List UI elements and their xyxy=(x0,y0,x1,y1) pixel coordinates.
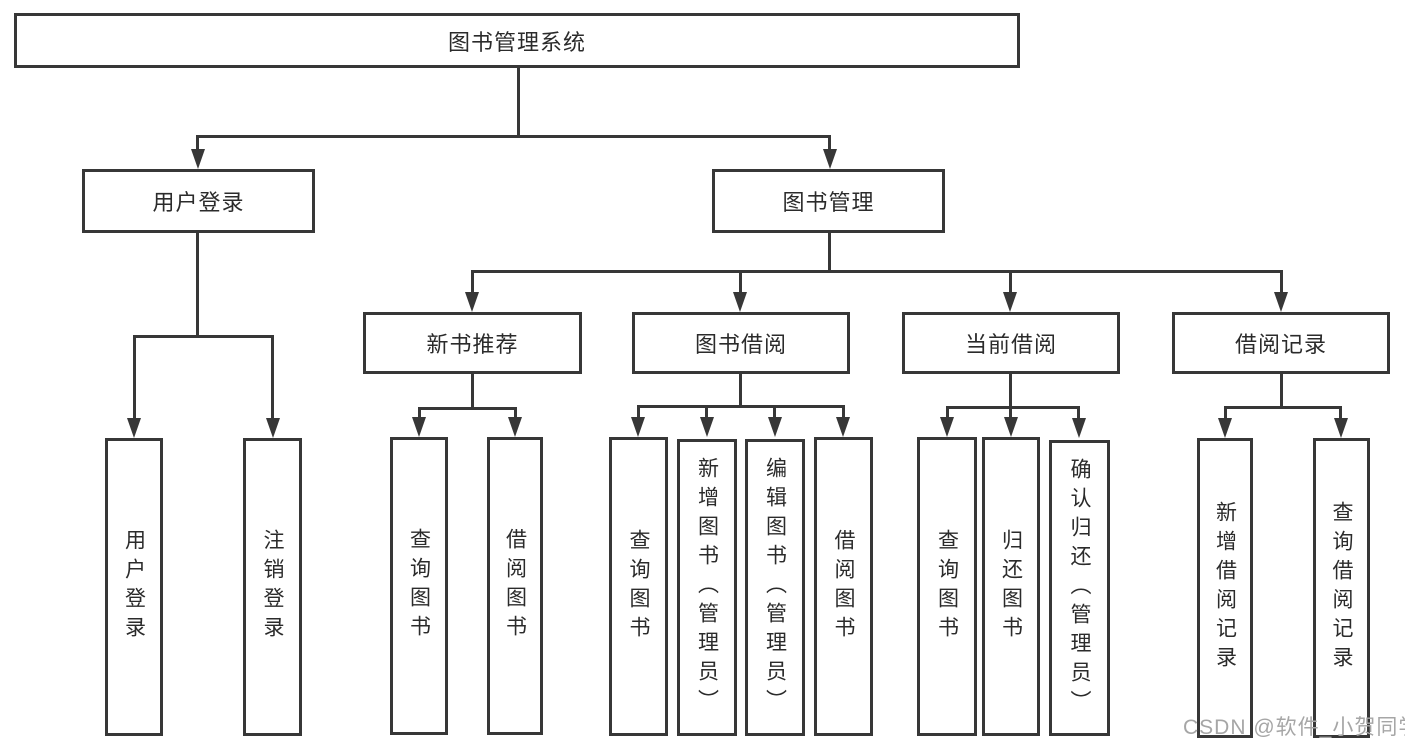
arrowhead-down-icon xyxy=(768,417,782,437)
connector-newbook-children-stem xyxy=(471,374,474,408)
connector-current-stem xyxy=(1009,270,1012,294)
connector-borrow-children-stem xyxy=(739,374,742,406)
node-newbook-borrow-books: 借阅图书 xyxy=(487,437,543,735)
connector-login-branch-stem xyxy=(196,233,199,336)
connector-login-branch-bar xyxy=(133,335,274,338)
node-borrow-edit-books-admin: 编辑图书（管理员） xyxy=(745,439,805,736)
node-leaf-user-login-label: 用户登录 xyxy=(122,529,146,645)
node-root-library-system: 图书管理系统 xyxy=(14,13,1020,68)
arrowhead-down-icon xyxy=(940,417,954,437)
arrowhead-down-icon xyxy=(191,149,205,169)
connector-current-children-stem xyxy=(1009,374,1012,407)
connector-nb-borrow-stem xyxy=(514,407,517,419)
connector-current-children-bar xyxy=(946,406,1080,409)
node-borrow-add-books-admin-label: 新增图书（管理员） xyxy=(695,457,719,718)
connector-br-query-stem xyxy=(1339,406,1342,419)
node-book-borrow: 图书借阅 xyxy=(632,312,850,374)
node-root-label: 图书管理系统 xyxy=(447,29,586,55)
node-new-book-label: 新书推荐 xyxy=(426,332,519,357)
connector-book-mgmt-stem xyxy=(828,135,831,151)
node-book-management-label: 图书管理 xyxy=(782,190,875,215)
arrowhead-down-icon xyxy=(1218,418,1232,438)
node-newbook-borrow-books-label: 借阅图书 xyxy=(503,528,527,644)
connector-leaf-login-stem xyxy=(133,335,136,419)
node-record-query-borrow-record: 查询借阅记录 xyxy=(1313,438,1370,738)
arrowhead-down-icon xyxy=(465,292,479,312)
connector-new-book-stem xyxy=(471,270,474,294)
arrowhead-down-icon xyxy=(1274,292,1288,312)
arrowhead-down-icon xyxy=(508,417,522,437)
connector-record-stem xyxy=(1280,270,1283,294)
node-borrow-borrow-books-label: 借阅图书 xyxy=(832,528,855,645)
node-book-management: 图书管理 xyxy=(712,169,945,233)
arrowhead-down-icon xyxy=(1072,418,1086,438)
node-current-query-books-label: 查询图书 xyxy=(935,528,959,645)
node-leaf-logout-label: 注销登录 xyxy=(261,529,284,645)
connector-br-add-stem xyxy=(1224,406,1227,419)
node-borrow-query-books: 查询图书 xyxy=(609,437,668,736)
node-current-return-books-label: 归还图书 xyxy=(999,528,1023,645)
node-leaf-user-login: 用户登录 xyxy=(105,438,163,736)
node-borrow-edit-books-admin-label: 编辑图书（管理员） xyxy=(763,457,787,718)
node-current-confirm-return-admin: 确认归还（管理员） xyxy=(1049,440,1110,736)
connector-cb-return-stem xyxy=(1009,406,1012,419)
connector-cb-confirm-stem xyxy=(1077,406,1080,419)
arrowhead-down-icon xyxy=(631,417,645,437)
node-user-login: 用户登录 xyxy=(82,169,315,233)
csdn-watermark: CSDN @软件_小贺同学 xyxy=(1183,716,1405,739)
arrowhead-down-icon xyxy=(700,417,714,437)
arrowhead-down-icon xyxy=(127,418,141,438)
connector-record-children-bar xyxy=(1224,406,1342,409)
arrowhead-down-icon xyxy=(823,149,837,169)
node-borrow-borrow-books: 借阅图书 xyxy=(814,437,873,736)
connector-cb-query-stem xyxy=(946,406,949,419)
connector-root-stem xyxy=(517,68,520,136)
arrowhead-down-icon xyxy=(836,417,850,437)
connector-mgmt-branch-stem xyxy=(828,233,831,271)
connector-nb-query-stem xyxy=(418,407,421,419)
node-record-add-borrow-record: 新增借阅记录 xyxy=(1197,438,1253,738)
node-record-query-borrow-record-label: 查询借阅记录 xyxy=(1330,501,1353,675)
node-borrow-record-label: 借阅记录 xyxy=(1234,332,1327,357)
node-borrow-add-books-admin: 新增图书（管理员） xyxy=(677,439,737,736)
connector-root-bar xyxy=(196,135,830,138)
node-current-borrow-label: 当前借阅 xyxy=(964,332,1057,357)
connector-bb-query-stem xyxy=(637,405,640,419)
arrowhead-down-icon xyxy=(1004,417,1018,437)
connector-bb-edit-stem xyxy=(773,405,776,419)
arrowhead-down-icon xyxy=(1003,292,1017,312)
node-user-login-label: 用户登录 xyxy=(152,190,245,215)
node-leaf-logout: 注销登录 xyxy=(243,438,302,736)
connector-mgmt-branch-bar xyxy=(471,270,1282,273)
node-book-borrow-label: 图书借阅 xyxy=(694,332,787,357)
node-new-book-recommend: 新书推荐 xyxy=(363,312,582,374)
arrowhead-down-icon xyxy=(733,292,747,312)
arrowhead-down-icon xyxy=(1334,418,1348,438)
connector-user-login-stem xyxy=(196,135,199,151)
connector-bb-add-stem xyxy=(705,405,708,419)
node-newbook-query-books: 查询图书 xyxy=(390,437,448,735)
node-current-confirm-return-admin-label: 确认归还（管理员） xyxy=(1068,457,1091,719)
node-current-query-books: 查询图书 xyxy=(917,437,977,736)
node-borrow-query-books-label: 查询图书 xyxy=(627,528,650,645)
connector-bb-borrow-stem xyxy=(842,405,845,419)
connector-borrow-stem xyxy=(739,270,742,294)
node-current-return-books: 归还图书 xyxy=(982,437,1040,736)
node-borrow-record: 借阅记录 xyxy=(1172,312,1390,374)
connector-borrow-children-bar xyxy=(637,405,845,408)
node-newbook-query-books-label: 查询图书 xyxy=(407,528,431,644)
arrowhead-down-icon xyxy=(412,417,426,437)
node-record-add-borrow-record-label: 新增借阅记录 xyxy=(1213,501,1237,675)
connector-record-children-stem xyxy=(1280,374,1283,407)
node-current-borrow: 当前借阅 xyxy=(902,312,1120,374)
connector-leaf-logout-stem xyxy=(271,335,274,419)
connector-newbook-children-bar xyxy=(418,407,517,410)
arrowhead-down-icon xyxy=(266,418,280,438)
